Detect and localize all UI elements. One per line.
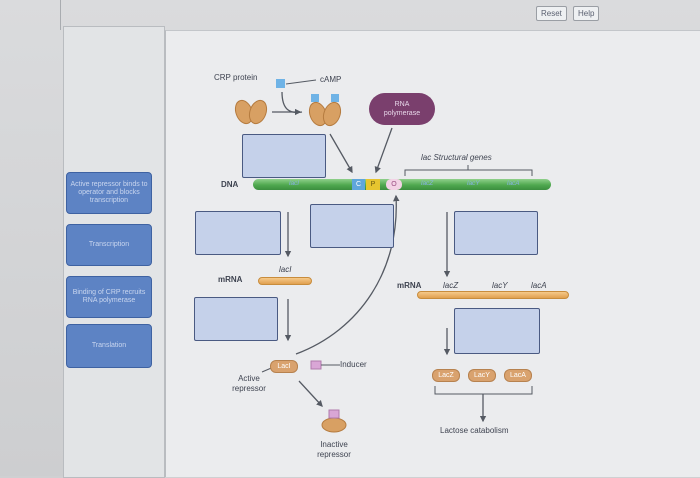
- laca-gene-label: lacA: [507, 180, 520, 187]
- camp-icon: [331, 94, 339, 102]
- divider: [60, 0, 61, 30]
- dna-label: DNA: [221, 180, 239, 189]
- lacz-protein: LacZ: [432, 369, 460, 382]
- active-repressor-label: Active repressor: [232, 374, 266, 393]
- laci-gene-label: lacI: [289, 180, 300, 187]
- inducer-label: Inducer: [340, 360, 367, 369]
- label-card-transcription[interactable]: Transcription: [66, 224, 152, 266]
- laci-protein: LacI: [270, 360, 298, 373]
- label-card-crp-binding[interactable]: Binding of CRP recruits RNA polymerase: [66, 276, 152, 318]
- drop-target-structural-translation[interactable]: [454, 308, 540, 354]
- camp-icon: [311, 94, 319, 102]
- camp-label: cAMP: [320, 75, 342, 84]
- lac-operon-mrna: [417, 291, 569, 299]
- operator-site: O: [386, 179, 402, 190]
- lacy-gene-label: lacY: [467, 180, 480, 187]
- reset-button[interactable]: Reset: [536, 6, 567, 21]
- mrna-left-label: mRNA: [218, 275, 243, 284]
- laci-mrna: [258, 277, 312, 285]
- drop-target-repressor[interactable]: [310, 204, 394, 248]
- lac-structural-genes-label: lac Structural genes: [421, 153, 492, 162]
- inactive-repressor-label: Inactive repressor: [317, 440, 351, 459]
- drop-target-laci-transcription[interactable]: [195, 211, 281, 255]
- laca-protein: LacA: [504, 369, 532, 382]
- crp-camp-complex-icon: [308, 101, 342, 127]
- lacz-gene-label: lacZ: [421, 180, 434, 187]
- camp-icon: [276, 79, 285, 88]
- help-button[interactable]: Help: [573, 6, 600, 21]
- label-card-active-repressor[interactable]: Active repressor binds to operator and b…: [66, 172, 152, 214]
- lacy-protein: LacY: [468, 369, 496, 382]
- crp-protein-label: CRP protein: [214, 73, 258, 82]
- laca-mrna-label: lacA: [531, 281, 547, 290]
- inactive-repressor-icon: [321, 409, 347, 433]
- laci-mrna-label: lacI: [279, 265, 292, 274]
- lacz-mrna-label: lacZ: [443, 281, 459, 290]
- inducer-icon: [310, 360, 322, 370]
- label-card-translation[interactable]: Translation: [66, 324, 152, 368]
- rna-polymerase-label: RNA polymerase: [383, 101, 421, 117]
- mrna-right-label: mRNA: [397, 281, 422, 290]
- promoter-site: P: [366, 179, 380, 190]
- rna-polymerase-icon: RNA polymerase: [369, 93, 435, 125]
- drop-target-laci-translation[interactable]: [194, 297, 278, 341]
- drop-target-crp[interactable]: [242, 134, 326, 178]
- crp-protein-icon: [234, 99, 268, 125]
- drop-target-structural-transcription[interactable]: [454, 211, 538, 255]
- lactose-catabolism-label: Lactose catabolism: [440, 426, 509, 435]
- lacy-mrna-label: lacY: [492, 281, 508, 290]
- cap-site: C: [352, 179, 365, 190]
- dna-strand: [253, 179, 551, 190]
